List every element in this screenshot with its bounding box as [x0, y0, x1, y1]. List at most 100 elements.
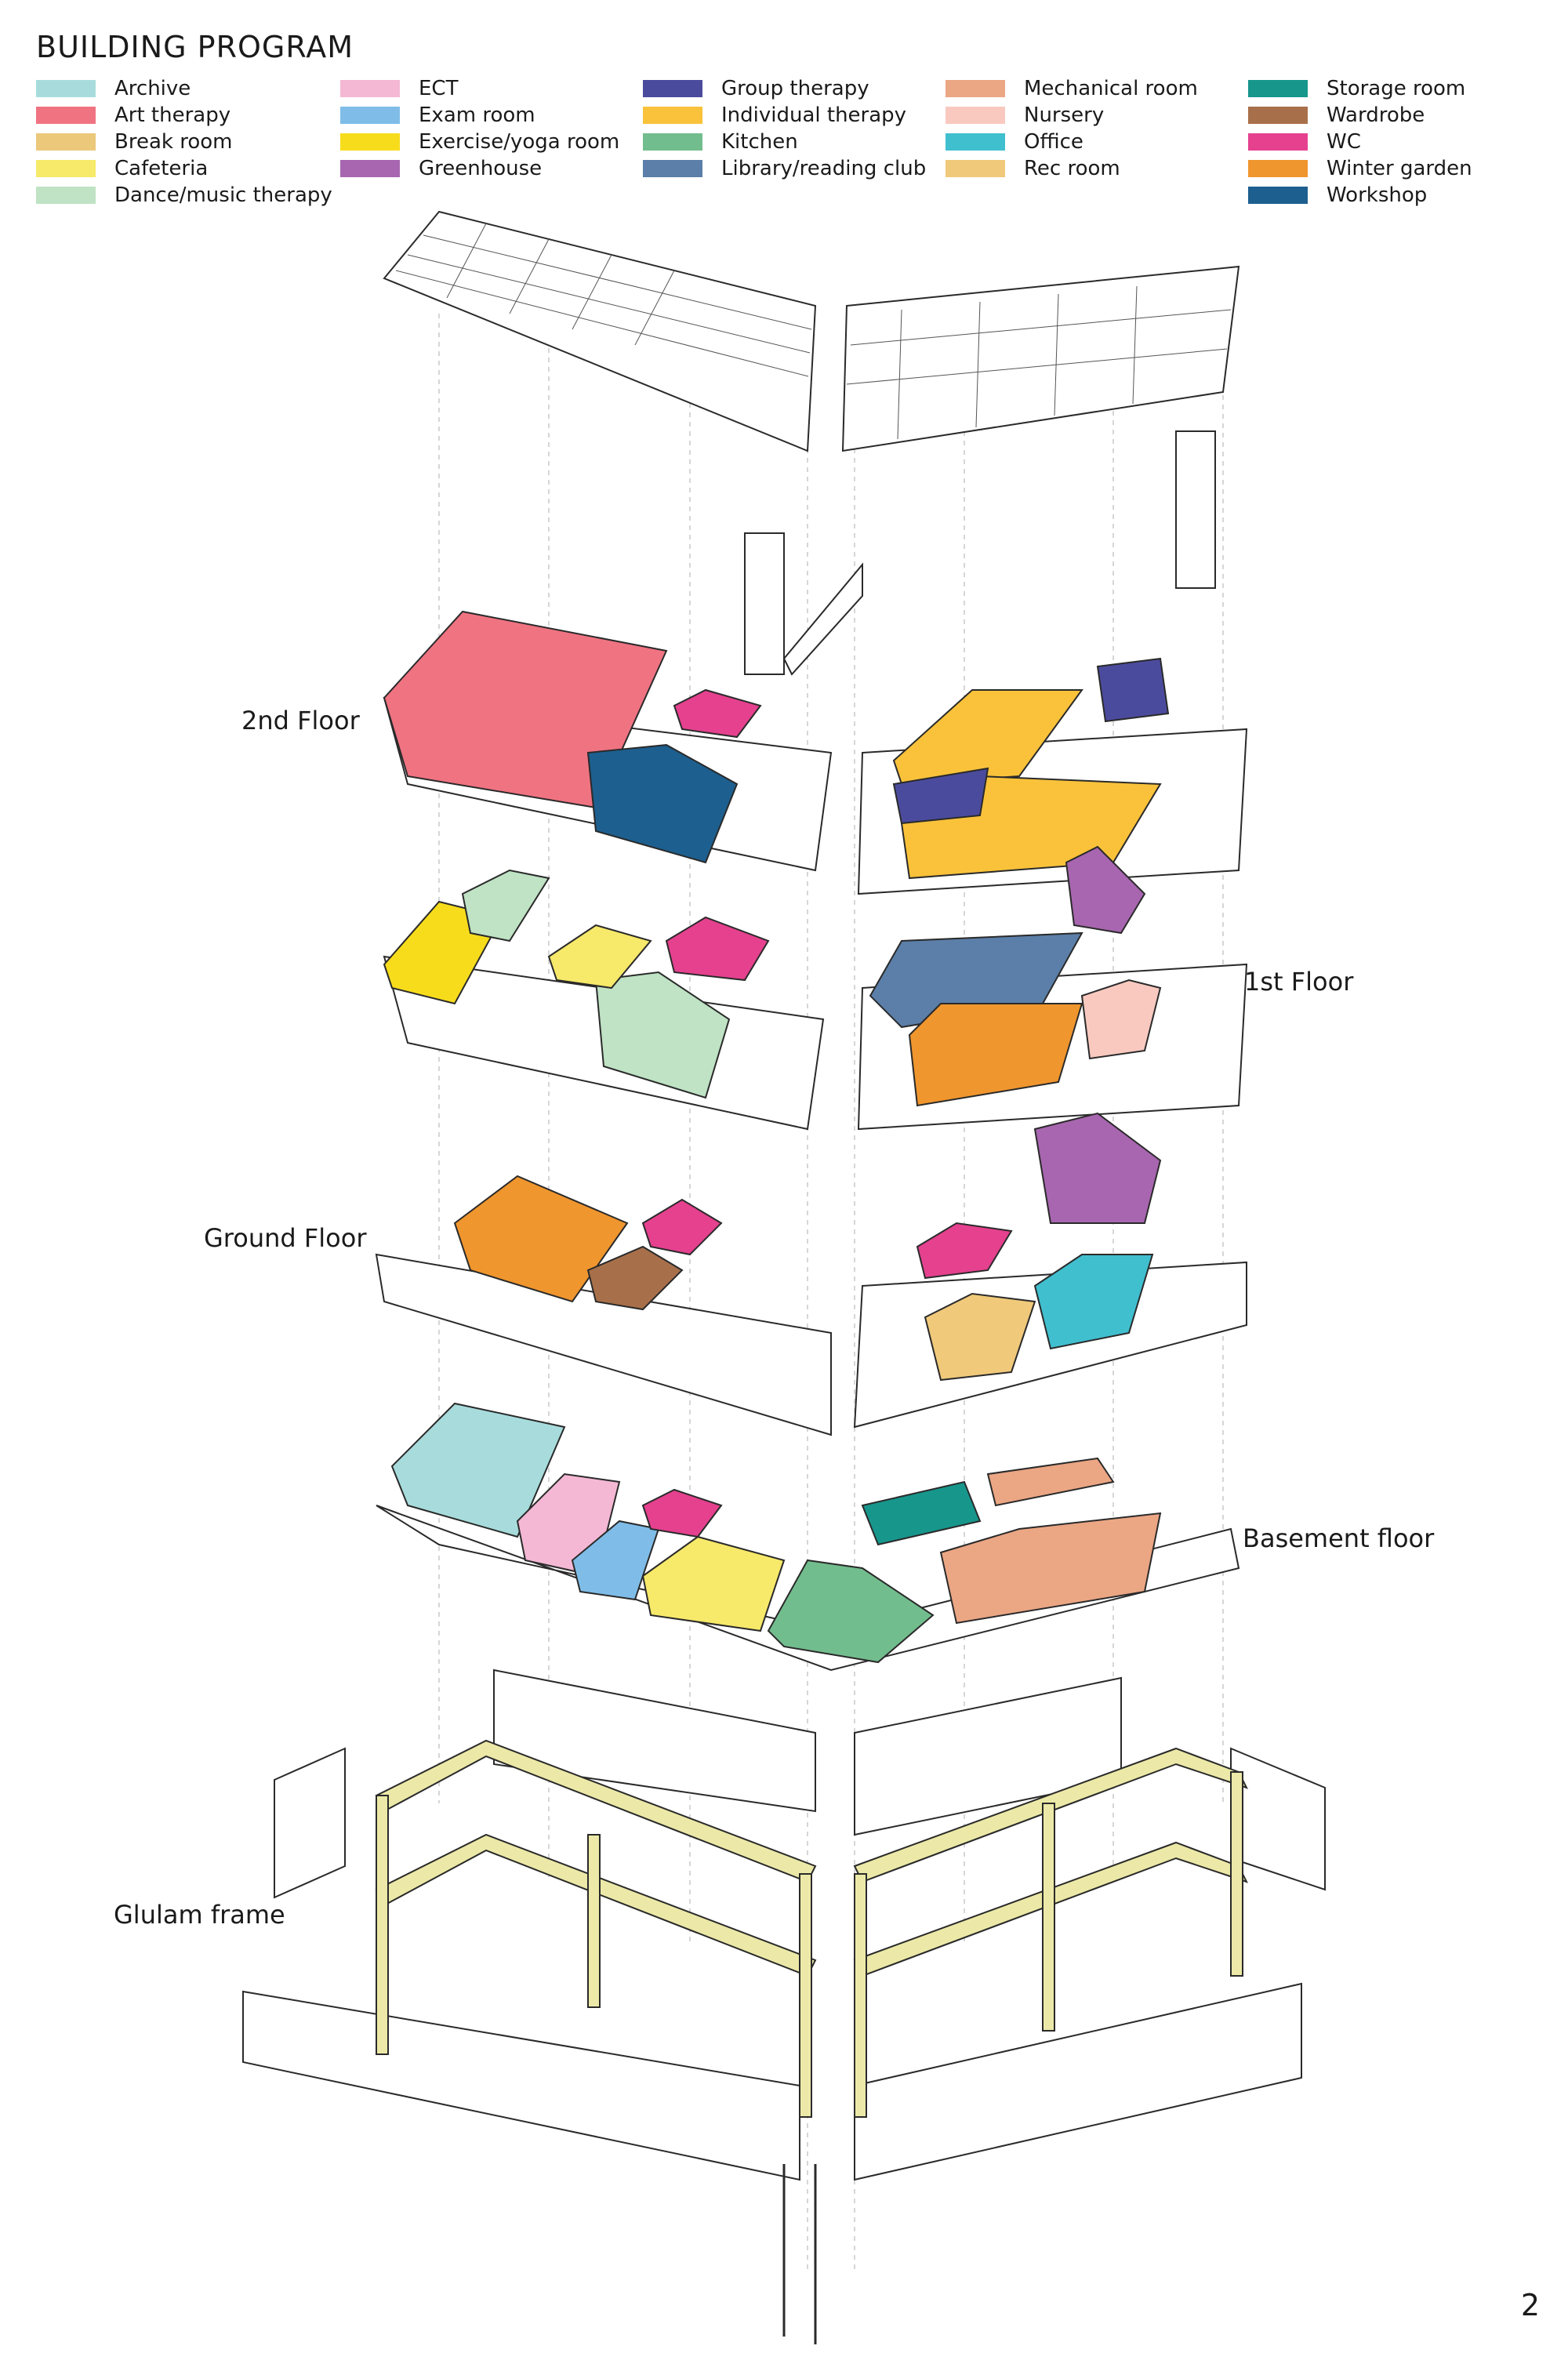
floor-label-2nd: 2nd Floor [241, 706, 361, 735]
legend-item-group-therapy: Group therapy [643, 75, 941, 102]
room-wc-ground-right [916, 1222, 1013, 1280]
room-nursery [1080, 979, 1162, 1060]
facade-lower-right [854, 1982, 1302, 2181]
legend-swatch [340, 160, 400, 177]
legend-label: ECT [419, 77, 459, 100]
legend-label: Storage room [1327, 77, 1466, 100]
legend-item-winter-garden: Winter garden [1248, 155, 1546, 182]
legend-item-individual-therapy: Individual therapy [643, 102, 941, 129]
legend-swatch [340, 107, 400, 124]
stair-tower-right [1175, 430, 1216, 589]
legend-label: Office [1024, 130, 1083, 154]
roof-right [841, 265, 1240, 452]
second-floor [383, 610, 1248, 895]
legend-swatch [643, 160, 702, 177]
stair-flight [782, 562, 863, 676]
legend-label: Winter garden [1327, 157, 1472, 180]
room-archive [390, 1402, 566, 1538]
legend-label: Workshop [1327, 183, 1428, 207]
legend-item-storage-room: Storage room [1248, 75, 1546, 102]
glulam-column [1042, 1803, 1055, 2032]
legend-swatch [36, 80, 96, 97]
legend-item-wc: WC [1248, 129, 1546, 155]
floor-label-glulam: Glulam frame [114, 1900, 285, 1930]
legend-label: Rec room [1024, 157, 1120, 180]
legend-item-ect: ECT [340, 75, 638, 102]
glulam-column [854, 1873, 867, 2118]
legend-label: Nursery [1024, 103, 1105, 127]
floor-label-ground: Ground Floor [204, 1223, 367, 1253]
legend-swatch [36, 133, 96, 151]
legend-label: Archive [114, 77, 191, 100]
legend-item-archive: Archive [36, 75, 334, 102]
legend-swatch [643, 107, 702, 124]
legend-item-rec-room: Rec room [946, 155, 1243, 182]
legend-label: Dance/music therapy [114, 183, 332, 207]
legend-label: Mechanical room [1024, 77, 1198, 100]
basement-floor [376, 1402, 1240, 1672]
legend-item-kitchen: Kitchen [643, 129, 941, 155]
central-spine [782, 2164, 817, 2344]
legend-swatch [946, 107, 1005, 124]
legend-label: Library/reading club [721, 157, 927, 180]
legend-item-dance-music-therapy: Dance/music therapy [36, 182, 334, 209]
room-greenhouse-ground [1033, 1112, 1162, 1224]
legend-item-nursery: Nursery [946, 102, 1243, 129]
legend-swatch [1248, 133, 1308, 151]
room-cafeteria-basement [641, 1535, 786, 1632]
legend-swatch [946, 133, 1005, 151]
legend-column: Archive Art therapy Break room Cafeteria… [36, 75, 334, 209]
facade-upper-left [493, 1669, 816, 1813]
legend-swatch [946, 80, 1005, 97]
ground-floor [375, 1112, 1247, 1436]
legend-label: Exercise/yoga room [419, 130, 620, 154]
room-dance-music-b [594, 971, 731, 1099]
legend-swatch [1248, 80, 1308, 97]
legend-item-break-room: Break room [36, 129, 334, 155]
legend-swatch [36, 160, 96, 177]
room-group-therapy-b [892, 767, 989, 825]
legend-label: Individual therapy [721, 103, 907, 127]
stair-cores [744, 430, 1216, 676]
legend-item-office: Office [946, 129, 1243, 155]
skylight-grid [395, 223, 1232, 440]
legend: Archive Art therapy Break room Cafeteria… [36, 75, 1526, 209]
legend-label: Group therapy [721, 77, 869, 100]
legend-column: Group therapy Individual therapy Kitchen… [643, 75, 941, 182]
room-cafeteria [547, 924, 652, 989]
stair-tower-left [744, 532, 785, 675]
room-greenhouse-first [1065, 845, 1146, 935]
legend-swatch [643, 133, 702, 151]
legend-item-cafeteria: Cafeteria [36, 155, 334, 182]
room-winter-garden [908, 1003, 1083, 1107]
room-mechanical-a [986, 1457, 1115, 1507]
facade-lower-left [242, 1990, 800, 2181]
ground-floor-slab-left [375, 1253, 832, 1436]
room-mechanical-b [939, 1512, 1162, 1625]
room-storage [861, 1480, 982, 1546]
room-group-therapy-a [1096, 657, 1170, 723]
room-individual-therapy-a [892, 689, 1083, 786]
room-office [1033, 1254, 1154, 1350]
legend-column: ECT Exam room Exercise/yoga room Greenho… [340, 75, 638, 182]
room-wc-first [665, 916, 770, 982]
legend-item-mechanical-room: Mechanical room [946, 75, 1243, 102]
legend-item-greenhouse: Greenhouse [340, 155, 638, 182]
room-workshop [586, 743, 739, 864]
facade-side-left [274, 1747, 346, 1899]
legend-swatch [36, 107, 96, 124]
glulam-column [376, 1795, 389, 2055]
legend-swatch [643, 80, 702, 97]
glulam-column [1230, 1771, 1243, 1977]
legend-label: Exam room [419, 103, 535, 127]
room-wc [673, 688, 762, 739]
legend-swatch [340, 133, 400, 151]
legend-item-library-reading-club: Library/reading club [643, 155, 941, 182]
legend-column: Storage room Wardrobe WC Winter garden W… [1248, 75, 1546, 209]
roof-level [383, 210, 1240, 452]
room-wc-ground [641, 1198, 723, 1256]
legend-swatch [946, 160, 1005, 177]
page-title: BUILDING PROGRAM [36, 30, 354, 64]
legend-label: Greenhouse [419, 157, 543, 180]
room-winter-garden-ground [453, 1175, 629, 1303]
